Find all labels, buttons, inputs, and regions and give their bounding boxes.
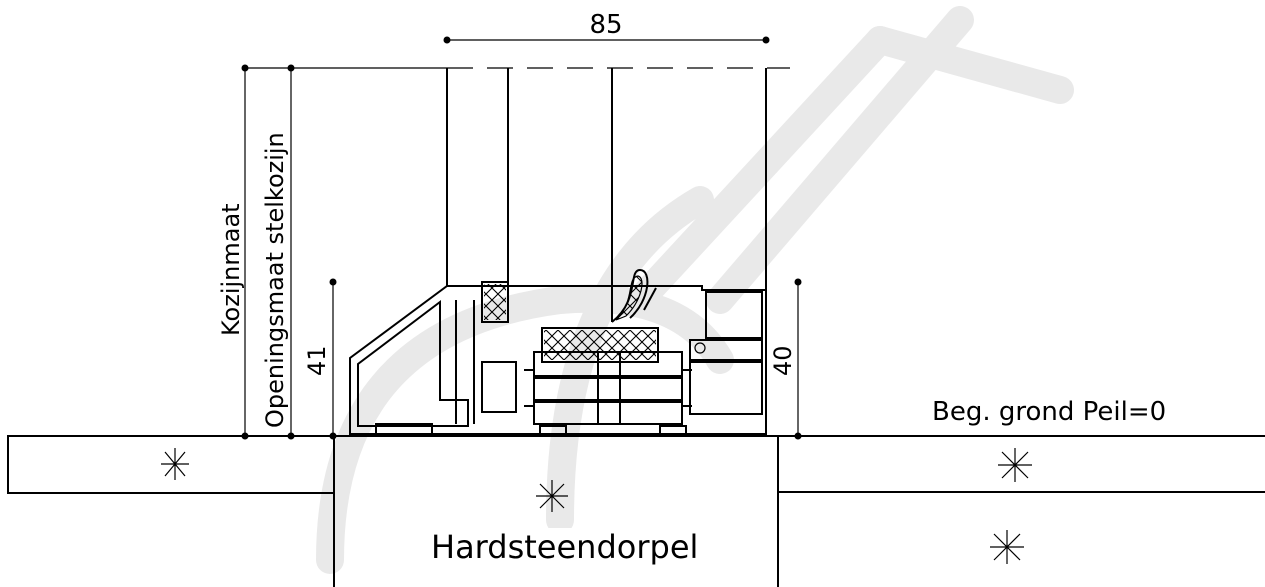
- dimension-right: 40: [769, 345, 797, 376]
- ground-level-label: Beg. grond Peil=0: [932, 397, 1166, 427]
- frame-size-label: Kozijnmaat: [217, 203, 245, 336]
- ground-layers: [777, 435, 1265, 587]
- dimension-lines: 85 Kozijnmaat Openingsmaat stelkozijn 41…: [217, 10, 802, 440]
- sill-label: Hardsteendorpel: [431, 528, 698, 566]
- window-frame-profile: [349, 67, 790, 435]
- watermark: [316, 6, 1074, 574]
- dimension-top: 85: [589, 10, 622, 40]
- sill-stone: Hardsteendorpel: [333, 435, 779, 587]
- opening-size-label: Openingsmaat stelkozijn: [261, 132, 289, 428]
- dimension-left: 41: [303, 345, 331, 376]
- brick-wall: [7, 435, 335, 494]
